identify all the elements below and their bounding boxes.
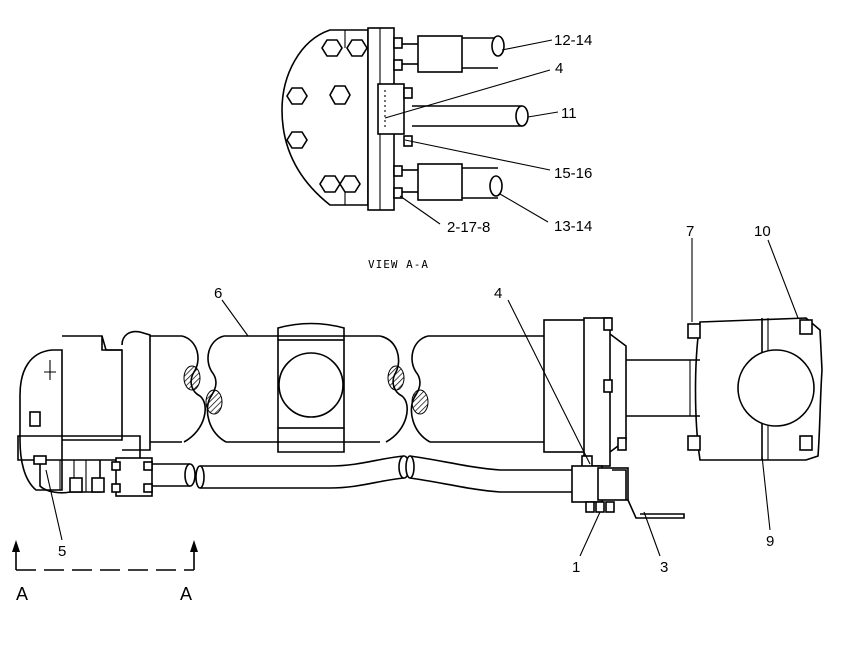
view-a-a-detail: 12-14 4 11 15-16 2-17-8 13-14 VIEW A-A [281, 27, 592, 271]
detail-lower-fitting [417, 163, 463, 201]
detail-upper-fitting [417, 35, 463, 73]
callout-4: 4 [494, 285, 502, 302]
output-shaft [626, 359, 700, 417]
callout-4-detail: 4 [555, 60, 563, 77]
callout-1: 1 [572, 559, 580, 576]
pump-outlet-fitting [111, 457, 196, 497]
hose-assembly [195, 455, 572, 493]
main-assembly: A A 6 4 7 10 5 1 3 9 [12, 223, 823, 604]
callout-15-16: 15-16 [554, 165, 592, 182]
detail-bolt-heads [286, 39, 368, 193]
callout-11: 11 [561, 105, 577, 122]
section-label-left: A [16, 584, 28, 604]
callout-3: 3 [660, 559, 668, 576]
callout-2-17-8: 2-17-8 [447, 219, 490, 236]
section-cut-line: A A [12, 540, 198, 604]
detail-lower-hose-end [489, 175, 503, 197]
clamp-bore [737, 349, 815, 427]
section-label-right: A [180, 584, 192, 604]
detail-upper-hose-end [491, 35, 505, 57]
callout-6: 6 [214, 285, 222, 302]
callout-7: 7 [686, 223, 694, 240]
callout-5: 5 [58, 543, 66, 560]
shaft-tube-middle [205, 322, 408, 453]
callout-9: 9 [766, 533, 774, 550]
hose-clamp-bracket [571, 465, 685, 519]
right-flange-housing [543, 317, 627, 469]
pump-housing [17, 330, 151, 494]
callout-12-14: 12-14 [554, 32, 592, 49]
callout-10: 10 [754, 223, 771, 240]
center-bore [278, 352, 344, 418]
callout-13-14: 13-14 [554, 218, 592, 235]
detail-manifold-block [377, 83, 405, 135]
detail-middle-tube-end [515, 105, 529, 127]
shaft-tube-right [410, 335, 546, 443]
split-clamp [687, 317, 823, 461]
view-title: VIEW A-A [368, 258, 429, 271]
shaft-tube-left [150, 335, 206, 443]
detail-pump-body [281, 29, 369, 206]
